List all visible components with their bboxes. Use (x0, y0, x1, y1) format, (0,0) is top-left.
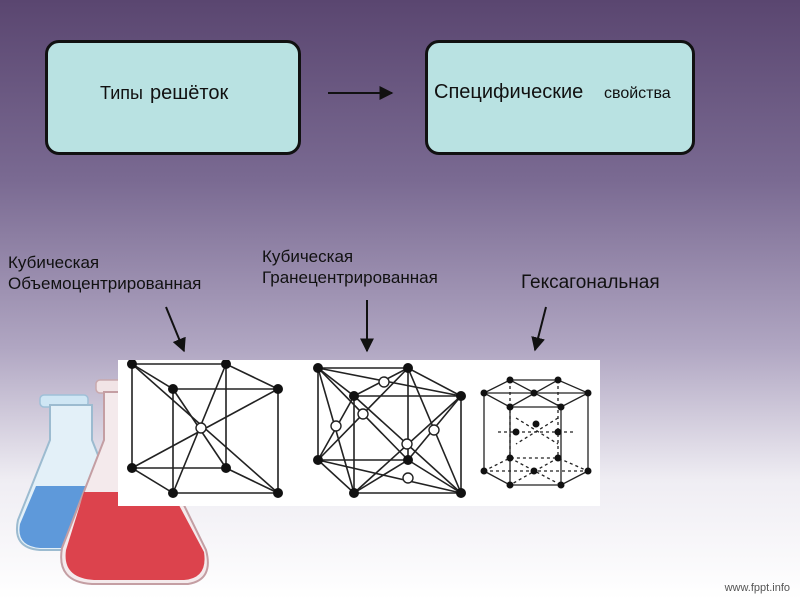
fcc-label-line2: Гранецентрированная (262, 268, 438, 287)
bcc-pointer-arrow (165, 306, 186, 353)
specific-properties-box: Специфические свойства (425, 40, 695, 155)
fcc-label-line1: Кубическая (262, 247, 354, 266)
lattice-types-word2: решёток (150, 82, 229, 104)
bcc-label-line1: Кубическая (8, 253, 100, 272)
bcc-label: Кубическая Объемоцентрированная (8, 252, 201, 294)
lattice-diagrams-svg (127, 359, 592, 498)
lattice-diagrams-panel (118, 359, 600, 506)
bcc-label-line2: Объемоцентрированная (8, 274, 202, 293)
specific-properties-word1: Специфические (434, 81, 584, 103)
lattice-types-box: Типы решёток (45, 40, 301, 155)
lattice-types-word1: Типы (100, 83, 143, 103)
hex-label: Гексагональная (521, 272, 660, 293)
footer-watermark: www.fppt.info (724, 582, 790, 594)
hex-pointer-arrow (531, 306, 547, 352)
fcc-label: Кубическая Гранецентрированная (262, 246, 438, 288)
specific-properties-word2: свойства (604, 85, 671, 102)
